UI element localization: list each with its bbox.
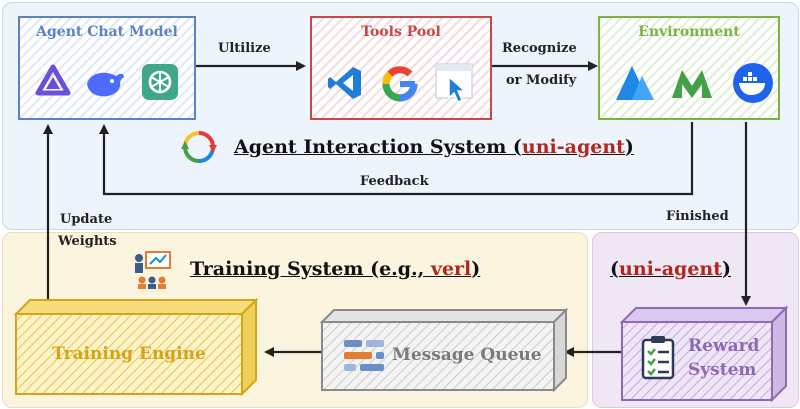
training-title-accent: verl [430, 258, 472, 280]
arrow-feedback [99, 122, 694, 196]
training-title-prefix: Training System (e.g., [190, 258, 431, 280]
interaction-title-prefix: Agent Interaction System ( [234, 136, 522, 158]
reward-title-suffix: ) [722, 258, 732, 280]
deepseek-whale-icon [87, 72, 124, 97]
reward-title-accent: uni-agent [619, 258, 723, 280]
cursor-click-icon [435, 63, 473, 104]
reward-title-prefix: ( [610, 258, 619, 280]
environment-box: Environment [598, 16, 780, 120]
agent-chat-model-box: Agent Chat Model [18, 16, 196, 120]
openai-logo-icon [142, 64, 178, 100]
google-icon [382, 66, 418, 102]
weights-label: Weights [58, 234, 117, 249]
training-title-suffix: ) [471, 258, 481, 280]
training-system-title: Training System (e.g., verl) [190, 258, 480, 280]
reward-label: Reward [688, 336, 760, 356]
message-queue-icon [344, 340, 384, 371]
tools-pool-box: Tools Pool [310, 16, 492, 120]
green-m-logo-icon [672, 70, 712, 98]
modify-label: or Modify [506, 73, 577, 88]
tools-pool-title: Tools Pool [361, 24, 441, 40]
qwen-logo-icon [35, 64, 71, 96]
docker-icon [733, 63, 773, 103]
cycle-arrows-icon [181, 131, 217, 163]
utilize-label: Ultilize [218, 41, 271, 56]
environment-title: Environment [638, 24, 740, 40]
vscode-icon [328, 67, 361, 99]
agent-interaction-system-title: Agent Interaction System (uni-agent) [234, 136, 634, 158]
recognize-label: Recognize [502, 41, 577, 56]
message-queue-label: Message Queue [392, 345, 542, 365]
presentation-icon [135, 251, 171, 289]
finished-label: Finished [666, 209, 729, 224]
checklist-icon [641, 336, 675, 380]
feedback-label: Feedback [360, 174, 429, 189]
reward-region-title: (uni-agent) [610, 258, 731, 280]
agent-chat-model-title: Agent Chat Model [36, 24, 178, 40]
training-engine-label: Training Engine [52, 344, 206, 364]
mountain-logo-icon [616, 66, 654, 100]
interaction-title-accent: uni-agent [521, 136, 625, 158]
system-label: System [688, 360, 757, 380]
interaction-title-suffix: ) [624, 136, 634, 158]
update-label: Update [60, 212, 113, 227]
training-engine-block [13, 297, 259, 397]
